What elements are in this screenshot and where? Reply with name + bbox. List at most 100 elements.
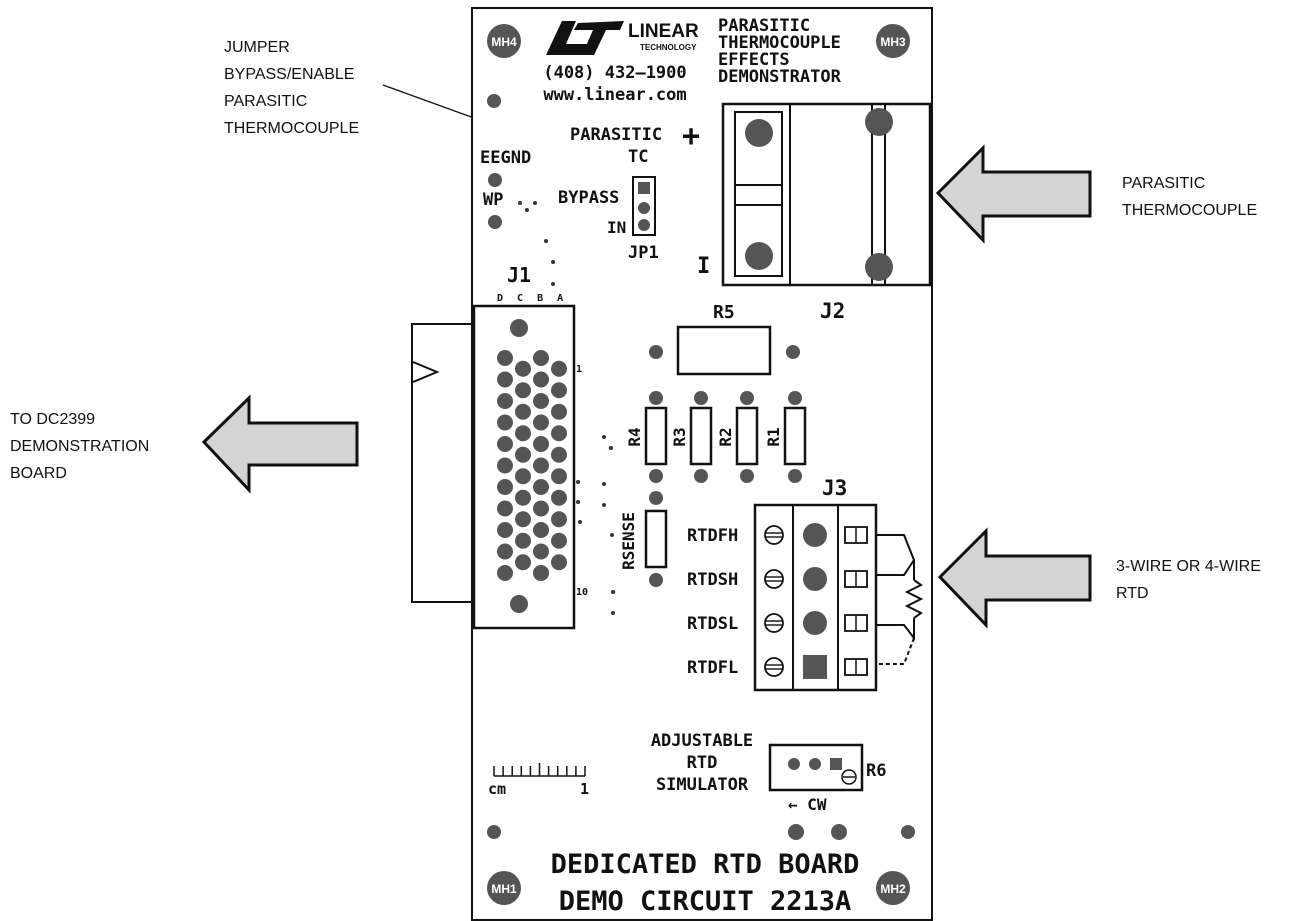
bypass-label: BYPASS — [558, 188, 619, 208]
j1-pin — [551, 554, 567, 571]
via — [518, 201, 522, 205]
r2-label: R2 — [716, 427, 735, 446]
ruler-ticks — [493, 763, 586, 776]
mounting-holes: MH4 MH3 MH1 MH2 — [487, 24, 910, 905]
mh1-pad — [487, 871, 521, 905]
j1-pin — [497, 350, 513, 366]
via — [609, 446, 613, 450]
r6-label: R6 — [866, 761, 886, 781]
rtd-arrow — [937, 527, 1092, 629]
j1-pin — [533, 479, 549, 495]
adjustable-label-1: ADJUSTABLE — [651, 731, 753, 751]
j1-pin — [497, 457, 513, 474]
adjustable-label-3: SIMULATOR — [656, 775, 749, 795]
jumper-annotation: JUMPER BYPASS/ENABLE PARASITIC THERMOCOU… — [224, 39, 620, 171]
via — [602, 435, 606, 439]
jp1-pin-3 — [638, 219, 650, 231]
title-line-1: PARASITIC — [718, 16, 810, 36]
j1-pin-grid — [497, 350, 567, 581]
jumper-label-3: PARASITIC — [224, 93, 307, 110]
r6-pin-3 — [830, 758, 842, 770]
pad — [487, 825, 501, 839]
mh4-label: MH4 — [491, 35, 517, 49]
r2-pad-bottom — [740, 469, 754, 483]
j1-pin — [515, 468, 531, 485]
j1-pin — [497, 371, 513, 388]
r1-pad-bottom — [788, 469, 802, 483]
logo-t-shape — [574, 21, 624, 55]
j1-pin — [551, 511, 567, 528]
parasitic-tc-label-2: THERMOCOUPLE — [1122, 202, 1257, 219]
j1-pin — [551, 382, 567, 399]
j1-pin-10-label: 10 — [576, 587, 588, 598]
rsense-pad-bottom — [649, 573, 663, 587]
rtd-zigzag — [904, 579, 924, 619]
resistor-r2: R2 — [716, 391, 759, 483]
r4-body — [644, 406, 668, 466]
resistor-r1: R1 — [764, 391, 807, 483]
j1-pin — [551, 446, 567, 463]
rtd-symbol — [876, 534, 924, 665]
logo-l-shape — [546, 21, 588, 55]
via — [578, 520, 582, 524]
j1-pin — [551, 403, 567, 420]
resistor-r3: R3 — [670, 391, 713, 483]
j3-screw — [764, 613, 784, 633]
j1-mount-bottom — [510, 595, 528, 613]
j1-pin — [533, 371, 549, 388]
minus-sign: I — [697, 254, 710, 279]
r5-body — [676, 325, 772, 376]
jp1-pin-2 — [638, 202, 650, 214]
ruler-cm-label: cm — [488, 780, 506, 798]
j1-pin — [533, 500, 549, 517]
in-label: IN — [607, 218, 626, 237]
cw-label: ← CW — [788, 795, 827, 814]
rsense-pad-top — [649, 491, 663, 505]
r5-pad-right — [786, 345, 800, 359]
to-board-arrow — [201, 394, 359, 494]
footer-line-1: DEDICATED RTD BOARD — [551, 849, 860, 880]
j1-pin — [515, 360, 531, 377]
r1-body — [783, 406, 807, 466]
resistor-r4: R4 — [625, 391, 668, 483]
board-title: PARASITIC THERMOCOUPLE EFFECTS DEMONSTRA… — [718, 16, 842, 87]
rtd-label-2: RTD — [1116, 585, 1149, 602]
j3-label: J3 — [822, 476, 847, 500]
to-board-annotation: TO DC2399 DEMONSTRATION BOARD — [10, 411, 149, 482]
j1-pin — [515, 446, 531, 463]
r4-pad-top — [649, 391, 663, 405]
small-vias — [518, 201, 615, 615]
rsense-label: RSENSE — [619, 512, 638, 570]
j1-pin — [551, 489, 567, 506]
j3-pad — [803, 567, 827, 591]
j1-pin — [551, 360, 567, 377]
r6-body — [768, 743, 864, 792]
mh3-pad — [876, 24, 910, 58]
j1-pin — [497, 414, 513, 431]
wp-pad — [488, 215, 502, 229]
eegnd-pad — [488, 173, 502, 187]
j1-pin — [497, 500, 513, 517]
j1-connector: J1 D C B A 1 10 — [411, 263, 588, 630]
j1-pin — [515, 511, 531, 528]
jumper-label-4: THERMOCOUPLE — [224, 120, 359, 137]
mh2-pad — [876, 871, 910, 905]
j1-pin — [533, 414, 549, 431]
rtd-wire — [876, 534, 915, 580]
rsense-body — [644, 509, 668, 569]
j1-pin — [533, 522, 549, 538]
j1-pin — [551, 468, 567, 485]
pad — [788, 824, 804, 840]
j1-mount-top — [510, 319, 528, 337]
via — [576, 480, 580, 484]
j2-plus-screw — [745, 119, 773, 147]
j1-pin — [497, 436, 513, 452]
j1-pin — [533, 350, 549, 366]
rtd-wire — [876, 618, 915, 641]
via — [525, 208, 529, 212]
j1-pin — [497, 565, 513, 581]
j1-key-notch — [412, 361, 440, 383]
